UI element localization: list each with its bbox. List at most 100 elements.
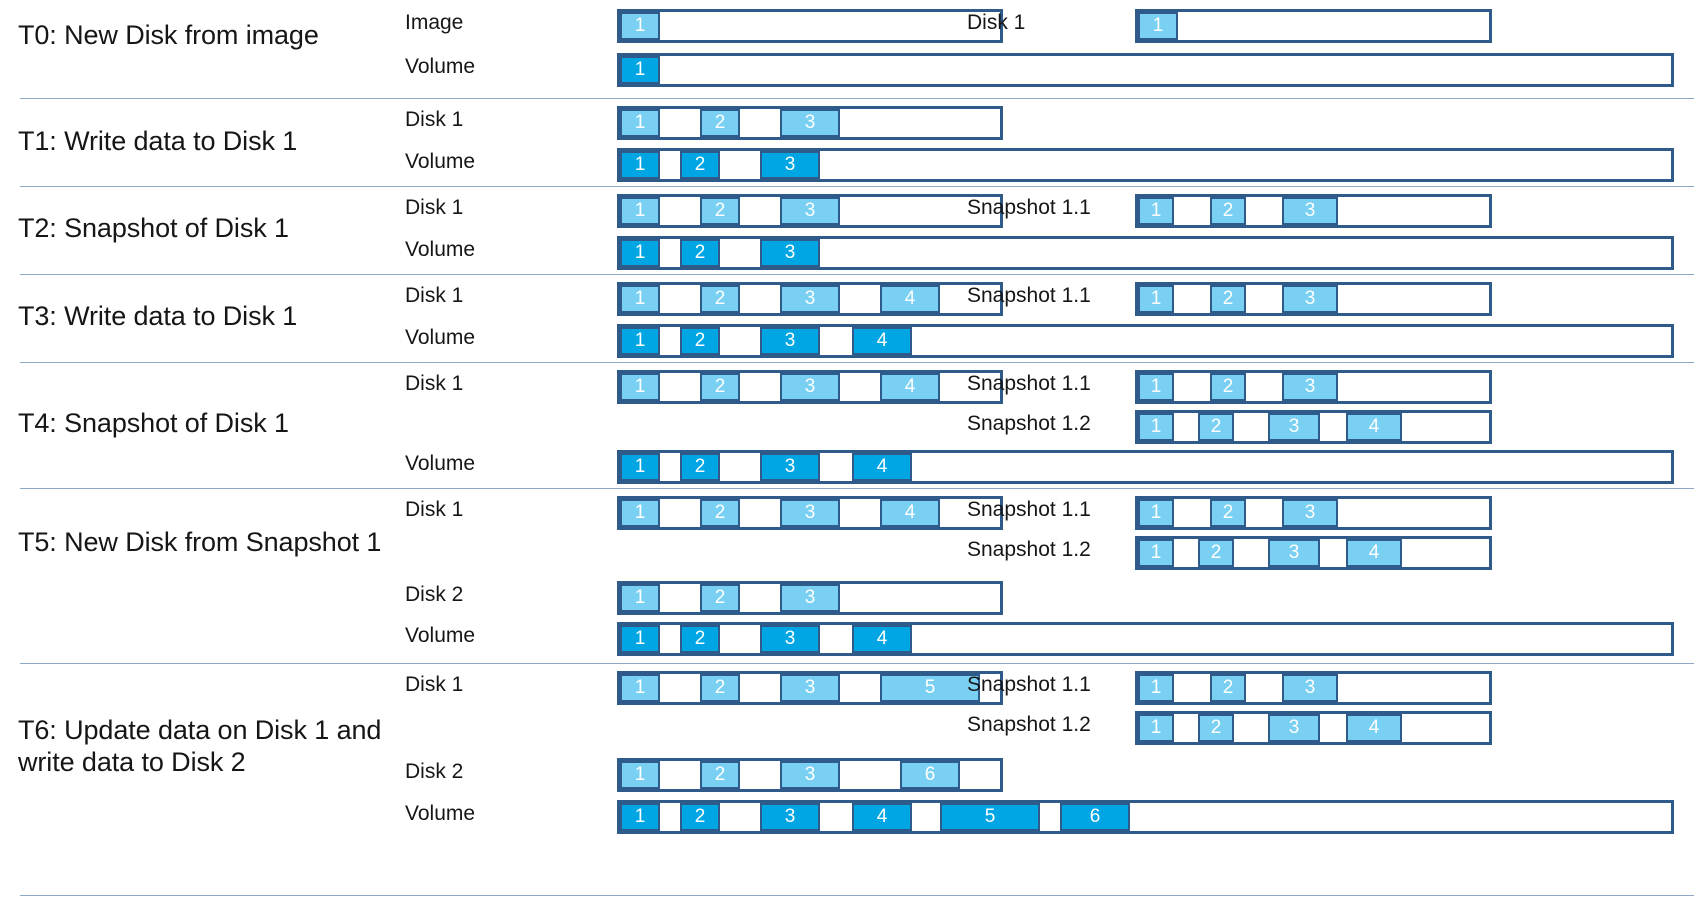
data-block: 1	[620, 373, 660, 401]
storage-bar: 1 2 3	[1135, 671, 1492, 705]
step-label: T0: New Disk from image	[18, 20, 319, 50]
data-block: 4	[852, 625, 912, 653]
track-label: Snapshot 1.1	[967, 673, 1091, 696]
track-label: Disk 2	[405, 760, 464, 783]
track-label: Disk 2	[405, 583, 464, 606]
storage-bar: 1	[617, 9, 1003, 43]
track-label: Disk 1	[405, 108, 464, 131]
data-block: 6	[1060, 803, 1130, 831]
data-block: 3	[780, 584, 840, 612]
track-label: Disk 1	[405, 498, 464, 521]
step-label: T3: Write data to Disk 1	[18, 301, 298, 331]
data-block: 2	[680, 151, 720, 179]
data-block: 2	[680, 453, 720, 481]
step-label: T4: Snapshot of Disk 1	[18, 408, 289, 438]
track-label: Snapshot 1.2	[967, 412, 1091, 435]
data-block: 2	[1198, 539, 1234, 567]
data-block: 4	[1346, 413, 1402, 441]
row-separator	[20, 274, 1694, 275]
data-block: 4	[880, 373, 940, 401]
data-block: 2	[700, 109, 740, 137]
track-label: Snapshot 1.2	[967, 713, 1091, 736]
data-block: 4	[852, 803, 912, 831]
data-block: 3	[1282, 285, 1338, 313]
storage-bar: 1	[1135, 9, 1492, 43]
storage-bar: 1 2 3	[1135, 496, 1492, 530]
data-block: 4	[1346, 714, 1402, 742]
data-block: 1	[620, 151, 660, 179]
data-block: 2	[700, 761, 740, 789]
data-block: 3	[1268, 539, 1320, 567]
track-label: Snapshot 1.1	[967, 196, 1091, 219]
data-block: 3	[760, 151, 820, 179]
track-label: Disk 1	[405, 673, 464, 696]
track-label: Volume	[405, 55, 476, 78]
data-block: 1	[620, 453, 660, 481]
data-block: 3	[760, 625, 820, 653]
data-block: 2	[680, 327, 720, 355]
data-block: 3	[760, 327, 820, 355]
data-block: 3	[1282, 674, 1338, 702]
data-block: 1	[620, 803, 660, 831]
data-block: 3	[760, 239, 820, 267]
data-block: 1	[1138, 674, 1174, 702]
data-block: 4	[1346, 539, 1402, 567]
data-block: 2	[700, 285, 740, 313]
track-label: Snapshot 1.1	[967, 372, 1091, 395]
data-block: 3	[780, 109, 840, 137]
data-block: 1	[620, 584, 660, 612]
track-label: Volume	[405, 802, 476, 825]
data-block: 3	[1268, 714, 1320, 742]
data-block: 1	[1138, 373, 1174, 401]
data-block: 1	[620, 327, 660, 355]
data-block: 1	[620, 285, 660, 313]
track-label: Volume	[405, 238, 476, 261]
track-label: Disk 1	[405, 196, 464, 219]
data-block: 3	[1282, 499, 1338, 527]
data-block: 3	[780, 761, 840, 789]
data-block: 1	[1138, 714, 1174, 742]
storage-bar: 1	[617, 53, 1674, 87]
data-block: 3	[780, 373, 840, 401]
step-label: T1: Write data to Disk 1	[18, 126, 298, 156]
data-block: 1	[620, 56, 660, 84]
data-block: 1	[620, 625, 660, 653]
data-block: 2	[1198, 714, 1234, 742]
storage-bar: 1 2 3	[617, 581, 1003, 615]
data-block: 2	[700, 499, 740, 527]
data-block: 4	[852, 327, 912, 355]
row-separator	[20, 186, 1694, 187]
data-block: 2	[1210, 499, 1246, 527]
data-block: 1	[1138, 499, 1174, 527]
data-block: 1	[1138, 539, 1174, 567]
data-block: 3	[1282, 197, 1338, 225]
data-block: 4	[880, 285, 940, 313]
step-label: T5: New Disk from Snapshot 1	[18, 527, 382, 557]
row-separator	[20, 663, 1694, 664]
data-block: 4	[852, 453, 912, 481]
data-block: 1	[620, 109, 660, 137]
data-block: 2	[700, 584, 740, 612]
data-block: 1	[1138, 285, 1174, 313]
data-block: 1	[620, 761, 660, 789]
track-label: Disk 1	[405, 372, 464, 395]
step-label: T6: Update data on Disk 1 and write data…	[18, 715, 382, 777]
data-block: 2	[1210, 674, 1246, 702]
data-block: 3	[780, 197, 840, 225]
data-block: 1	[1138, 413, 1174, 441]
data-block: 2	[680, 625, 720, 653]
data-block: 2	[700, 373, 740, 401]
